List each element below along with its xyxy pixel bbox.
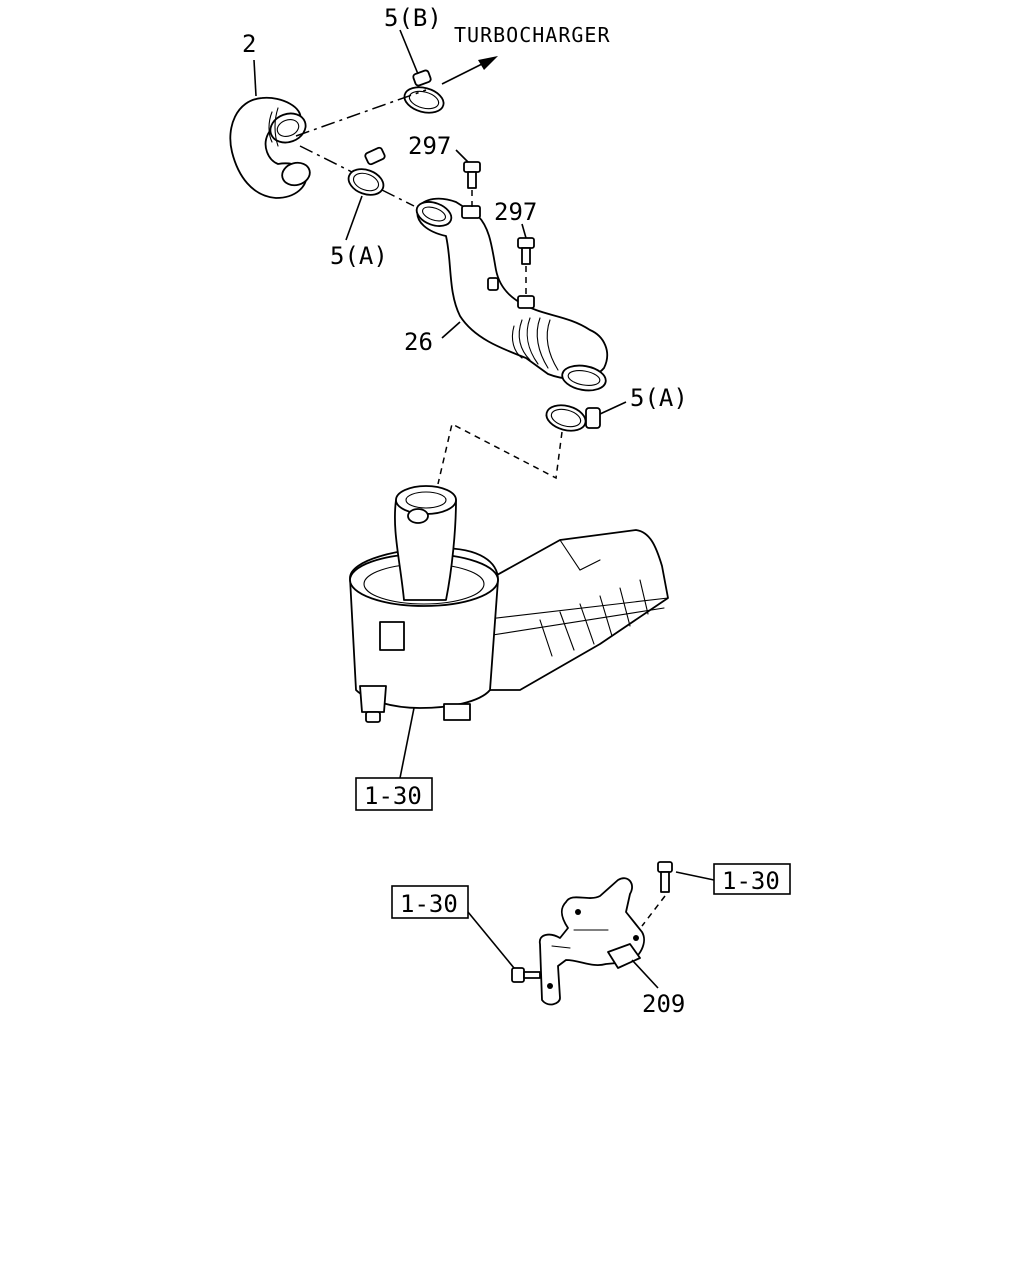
turbocharger-direction: TURBOCHARGER: [441, 23, 611, 85]
callout-209: 209: [642, 990, 685, 1018]
leader-5a-upper: [345, 195, 363, 241]
leader-26: [441, 321, 461, 339]
hose-part-2: [229, 96, 311, 199]
duct-part-26: [415, 197, 609, 392]
callout-air-cleaner-ref: 1-30: [364, 782, 422, 810]
leader-air-cleaner: [399, 707, 415, 779]
centerline-hose-clamp: [299, 145, 353, 173]
leader-297-upper: [455, 149, 469, 163]
callout-bracket-ref-right: 1-30: [722, 867, 780, 895]
leader-209: [631, 959, 659, 989]
callout-bracket-ref-left: 1-30: [400, 890, 458, 918]
callout-297-lower: 297: [494, 198, 537, 226]
bolt-part-297-upper: [463, 161, 481, 210]
bolt-bracket-left: [511, 967, 541, 983]
callout-box-bracket-left: [391, 885, 469, 919]
bolt-part-297-lower: [517, 237, 535, 296]
leader-2: [253, 59, 257, 97]
leader-5a-lower: [599, 401, 627, 415]
leader-bracket-left: [467, 911, 515, 969]
callout-2: 2: [242, 30, 256, 58]
turbocharger-arrow-shaft: [441, 63, 483, 85]
bracket-part-209: [538, 877, 645, 1006]
centerline-hose-turbo: [295, 89, 427, 137]
clamp-part-5a-lower: [545, 404, 601, 432]
bolt-bracket-right: [641, 861, 673, 927]
air-cleaner-assembly: [349, 485, 669, 723]
duct-boss: [487, 277, 499, 291]
turbocharger-label: TURBOCHARGER: [454, 23, 611, 47]
clamp-part-5a-upper: [347, 146, 386, 196]
callout-26: 26: [404, 328, 433, 356]
connection-path-air-cleaner: [437, 422, 563, 485]
duct-bracket-lower: [517, 295, 535, 309]
callout-box-air-cleaner: [355, 777, 433, 811]
turbocharger-arrowhead: [478, 56, 498, 70]
duct-bracket-upper: [461, 205, 481, 219]
callout-5a-upper: 5(A): [330, 242, 388, 270]
leader-bracket-right: [675, 871, 715, 881]
leader-297-lower: [521, 223, 527, 239]
callout-5b: 5(B): [384, 4, 442, 32]
leader-5b: [399, 29, 419, 75]
callout-297-upper: 297: [408, 132, 451, 160]
centerline-clamp-duct: [381, 189, 415, 207]
clamp-part-5b: [403, 69, 445, 114]
callout-box-bracket-right: [713, 863, 791, 895]
callout-5a-lower: 5(A): [630, 384, 688, 412]
